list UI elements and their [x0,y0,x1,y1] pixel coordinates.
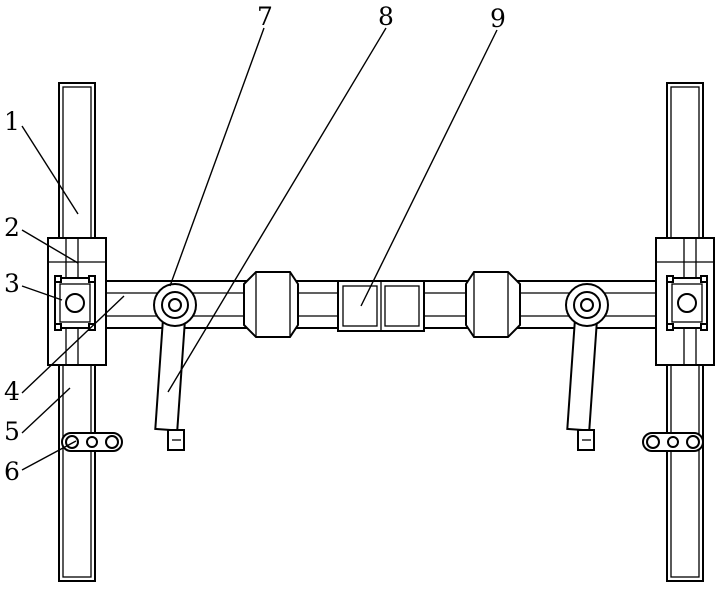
callout-5: 5 [4,417,20,446]
right-crank-arm [566,284,608,450]
callout-6: 6 [4,457,20,486]
callout-8: 8 [378,2,394,31]
callout-1: 1 [4,107,20,136]
left-bearing-housing [55,276,95,330]
callout-3: 3 [4,269,20,298]
right-coupling [466,272,520,337]
right-bearing-housing [667,276,707,330]
callout-4: 4 [4,377,20,406]
callout-9: 9 [490,4,506,33]
left-eyelet-bolts [62,433,122,451]
central-box [338,281,424,331]
callout-2: 2 [4,213,20,242]
callout-7: 7 [257,2,273,31]
left-crank-arm [154,284,196,450]
left-coupling [244,272,298,337]
right-eyelet-bolts [643,433,703,451]
